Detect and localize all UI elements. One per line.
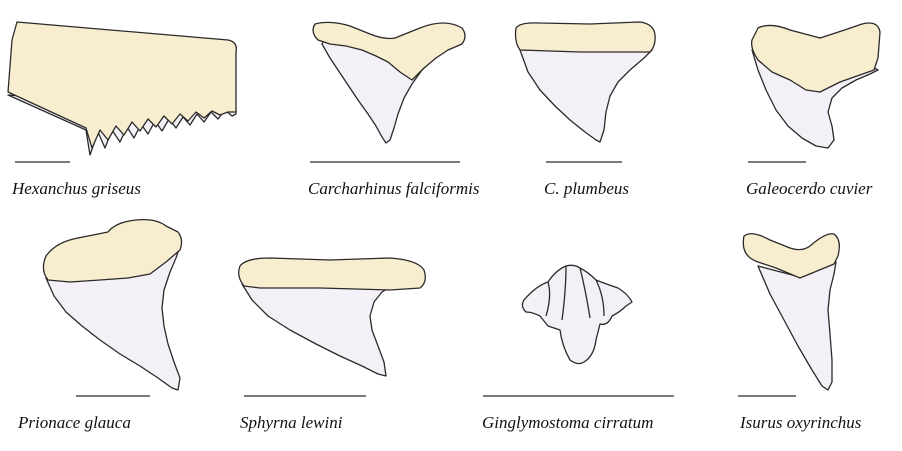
tooth-crown	[545, 265, 605, 321]
tooth-root	[238, 257, 426, 291]
tooth-ginglymostoma-cirratum	[483, 264, 674, 397]
tooth-galeocerdo-cuvier	[748, 22, 881, 163]
species-label-isurus-oxyrinchus: Isurus oxyrinchus	[740, 413, 862, 432]
tooth-root	[750, 22, 881, 93]
species-label-galeocerdo-cuvier: Galeocerdo cuvier	[746, 179, 873, 198]
tooth-crown	[241, 283, 393, 377]
species-label-ginglymostoma-cirratum: Ginglymostoma cirratum	[482, 413, 654, 432]
tooth-prionace-glauca	[42, 218, 183, 397]
tooth-root	[742, 233, 840, 279]
species-label-prionace-glauca: Prionace glauca	[18, 413, 131, 432]
tooth-root	[312, 21, 466, 81]
tooth-carcharhinus-falciformis	[310, 21, 466, 163]
tooth-crown	[521, 264, 633, 365]
tooth-crown	[757, 261, 837, 391]
tooth-sphyrna-lewini	[238, 257, 426, 397]
tooth-crown	[519, 49, 653, 143]
tooth-hexanchus-griseus	[7, 21, 237, 163]
species-label-sphyrna-lewini: Sphyrna lewini	[240, 413, 343, 432]
tooth-root	[514, 21, 656, 53]
species-label-hexanchus-griseus: Hexanchus griseus	[12, 179, 141, 198]
tooth-isurus-oxyrinchus	[738, 233, 840, 397]
species-label-c-plumbeus: C. plumbeus	[544, 179, 629, 198]
species-label-carcharhinus-falciformis: Carcharhinus falciformis	[308, 179, 480, 198]
tooth-root	[42, 218, 183, 283]
tooth-root	[7, 21, 237, 149]
tooth-c-plumbeus	[514, 21, 656, 163]
